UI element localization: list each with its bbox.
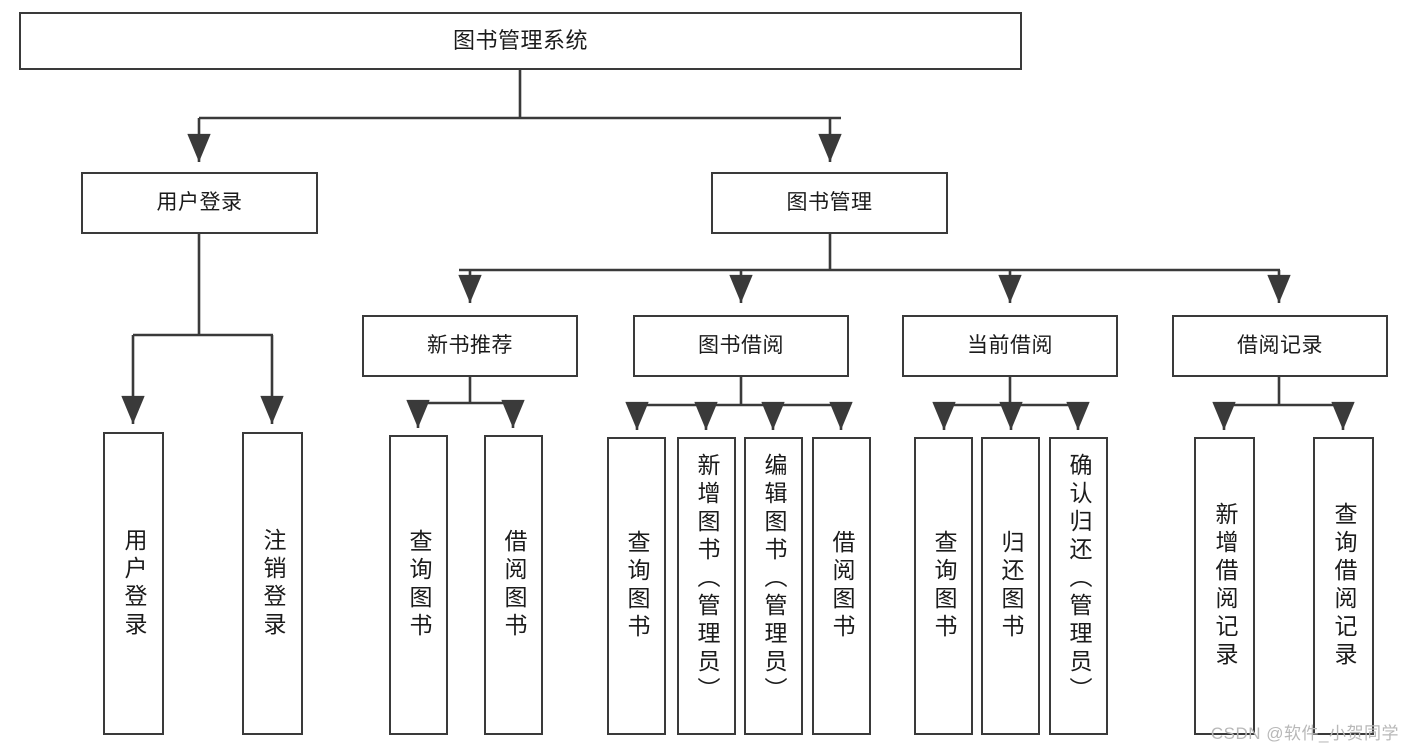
leaf-query-book-borrow[interactable]: 查询图书 — [607, 437, 666, 735]
node-label: 图书借阅 — [698, 334, 784, 358]
leaf-query-book-recommend[interactable]: 查询图书 — [389, 435, 448, 735]
node-root-book-management-system[interactable]: 图书管理系统 — [19, 12, 1022, 70]
leaf-query-book-current[interactable]: 查询图书 — [914, 437, 973, 735]
node-label: 借阅记录 — [1237, 334, 1323, 358]
leaf-add-borrow-record[interactable]: 新增借阅记录 — [1194, 437, 1255, 735]
node-label: 新增借阅记录 — [1212, 502, 1238, 670]
node-user-login[interactable]: 用户登录 — [81, 172, 318, 234]
node-label: 查询借阅记录 — [1331, 502, 1357, 670]
leaf-borrow-book-recommend[interactable]: 借阅图书 — [484, 435, 543, 735]
node-new-book-recommend[interactable]: 新书推荐 — [362, 315, 578, 377]
node-current-borrow[interactable]: 当前借阅 — [902, 315, 1118, 377]
node-label: 查询图书 — [931, 530, 957, 642]
node-borrow-record[interactable]: 借阅记录 — [1172, 315, 1388, 377]
node-book-management[interactable]: 图书管理 — [711, 172, 948, 234]
node-label: 归还图书 — [998, 530, 1024, 642]
node-book-borrow[interactable]: 图书借阅 — [633, 315, 849, 377]
node-label: 借阅图书 — [501, 529, 527, 641]
node-label: 当前借阅 — [967, 334, 1053, 358]
leaf-logout[interactable]: 注销登录 — [242, 432, 303, 735]
leaf-add-book-admin[interactable]: 新增图书（管理员） — [677, 437, 736, 735]
node-label: 注销登录 — [260, 527, 286, 640]
node-label: 图书管理系统 — [452, 27, 588, 53]
leaf-borrow-book[interactable]: 借阅图书 — [812, 437, 871, 735]
leaf-query-borrow-record[interactable]: 查询借阅记录 — [1313, 437, 1374, 735]
node-label: 编辑图书（管理员） — [761, 453, 787, 705]
node-label: 借阅图书 — [829, 530, 855, 642]
node-label: 新增图书（管理员） — [694, 453, 720, 705]
leaf-confirm-return-admin[interactable]: 确认归还（管理员） — [1049, 437, 1108, 735]
node-label: 图书管理 — [786, 191, 873, 215]
csdn-watermark: CSDN @软件_小贺同学 — [1210, 724, 1399, 743]
leaf-return-book[interactable]: 归还图书 — [981, 437, 1040, 735]
node-label: 确认归还（管理员） — [1066, 453, 1092, 705]
node-label: 新书推荐 — [427, 334, 513, 358]
node-label: 查询图书 — [624, 530, 650, 642]
node-label: 查询图书 — [406, 529, 432, 641]
leaf-edit-book-admin[interactable]: 编辑图书（管理员） — [744, 437, 803, 735]
leaf-user-login[interactable]: 用户登录 — [103, 432, 164, 735]
node-label: 用户登录 — [156, 191, 243, 215]
node-label: 用户登录 — [121, 527, 147, 640]
